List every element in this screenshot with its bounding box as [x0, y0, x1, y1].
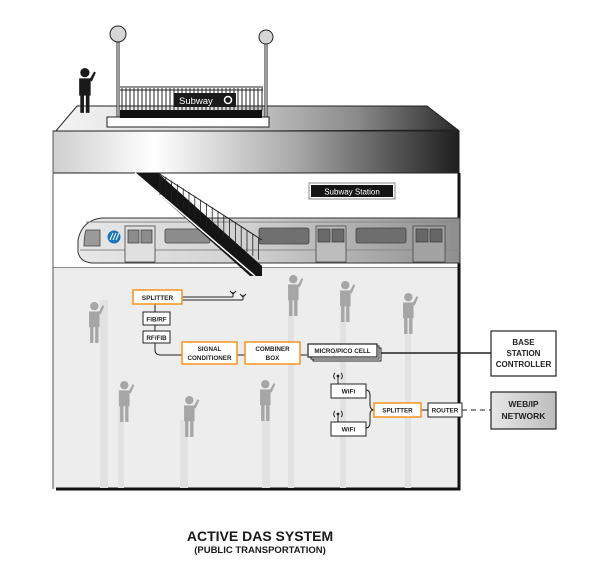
lamp-post-right	[258, 29, 274, 122]
signal-conditioner-box[interactable]: SIGNAL CONDITIONER	[181, 341, 238, 365]
bsc-label-3: CONTROLLER	[496, 360, 552, 369]
combiner-box-label-2: BOX	[266, 355, 280, 362]
subway-sign: Subway	[174, 93, 236, 107]
connections	[154, 296, 491, 429]
lamp-post-left	[109, 25, 127, 120]
splitter-top-box[interactable]: SPLITTER	[132, 289, 183, 305]
rf-fib-label: RF/FIB	[146, 335, 167, 342]
wifi-box-1[interactable]: WiFi	[330, 383, 367, 399]
micro-pico-cell-label: MICRO/PICO CELL	[314, 348, 370, 355]
roof-band	[52, 130, 460, 174]
combiner-box-label-1: COMBINER	[255, 346, 290, 353]
station-floor	[53, 268, 459, 489]
wifi-1-label: WiFi	[342, 389, 356, 396]
rf-fib-box[interactable]: RF/FIB	[142, 330, 171, 344]
web-ip-label-1: WEB/IP	[508, 399, 539, 409]
combiner-box[interactable]: COMBINER BOX	[244, 341, 301, 365]
bsc-label-2: STATION	[507, 349, 541, 358]
splitter-bottom-label: SPLITTER	[382, 408, 413, 415]
web-ip-label-2: NETWORK	[502, 411, 547, 421]
subway-station-sign: Subway Station	[308, 182, 396, 200]
splitter-top-label: SPLITTER	[142, 295, 174, 302]
antenna-icon	[229, 290, 247, 300]
station-building	[52, 105, 461, 491]
fib-rf-label: FIB/RF	[146, 317, 166, 324]
router-label: ROUTER	[432, 408, 459, 415]
base-station-controller-box[interactable]: BASE STATION CONTROLLER	[490, 330, 557, 377]
building-shadow	[56, 173, 461, 491]
splitter-bottom-box[interactable]: SPLITTER	[373, 402, 422, 418]
signal-conditioner-label-1: SIGNAL	[198, 346, 222, 353]
staircase	[134, 172, 263, 277]
subway-train	[77, 217, 461, 264]
diagram-subtitle: (PUBLIC TRANSPORTATION)	[194, 545, 326, 556]
subway-logo-icon	[223, 95, 233, 105]
router-box[interactable]: ROUTER	[427, 402, 463, 418]
fib-rf-box[interactable]: FIB/RF	[142, 311, 171, 326]
bsc-label-1: BASE	[512, 338, 535, 347]
wifi-box-2[interactable]: WiFi	[330, 421, 367, 437]
station-sign-text: Subway Station	[324, 188, 380, 197]
micro-pico-cell-box[interactable]: MICRO/PICO CELL	[307, 343, 382, 362]
web-ip-network-box[interactable]: WEB/IP NETWORK	[490, 391, 557, 430]
subway-entrance: Subway	[79, 25, 274, 128]
diagram-title: ACTIVE DAS SYSTEM	[186, 528, 334, 544]
signal-conditioner-label-2: CONDITIONER	[187, 355, 232, 362]
subway-sign-text: Subway	[179, 96, 213, 107]
wifi-2-label: WiFi	[342, 427, 356, 434]
